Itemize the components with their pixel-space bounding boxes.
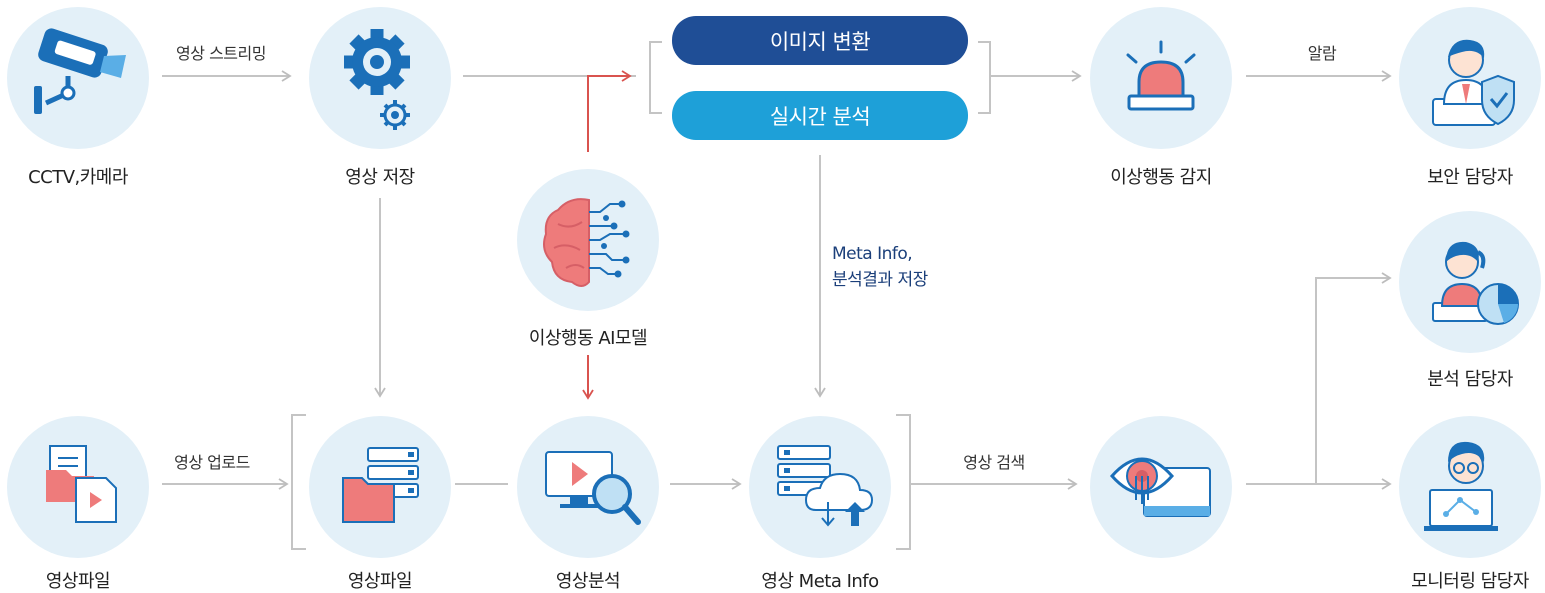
anomaly-detect-label: 이상행동 감지	[1110, 167, 1212, 188]
video-file-source-label: 영상파일	[45, 571, 111, 592]
file-document-icon	[46, 445, 117, 523]
analysis-manager-label: 분석 담당자	[1427, 369, 1513, 390]
eye-scan-icon	[1109, 457, 1211, 517]
monitoring-manager-icon	[1424, 441, 1498, 531]
upload-label: 영상 업로드	[174, 453, 250, 472]
image-convert-pill: 이미지 변환	[672, 16, 968, 65]
gear-icon	[344, 29, 410, 130]
cctv-label: CCTV,카메라	[28, 167, 128, 188]
meta-store-label-line1: Meta Info,	[832, 244, 913, 264]
realtime-analysis-pill: 실시간 분석	[672, 91, 968, 140]
cctv-camera-icon	[34, 28, 126, 114]
meta-store-label: Meta Info, 분석결과 저장	[832, 241, 928, 293]
monitoring-manager-node	[1399, 416, 1541, 558]
video-meta-info-label: 영상 Meta Info	[761, 571, 879, 592]
security-manager-node	[1399, 7, 1541, 149]
bracket-process-left	[649, 41, 662, 114]
brain-icon	[543, 198, 630, 287]
bracket-meta-right	[896, 414, 911, 550]
ai-model-label: 이상행동 AI모델	[528, 328, 648, 349]
streaming-label: 영상 스트리밍	[176, 44, 266, 63]
bracket-store-left	[291, 414, 306, 550]
folder-server-icon	[342, 447, 419, 523]
video-search-icon	[545, 451, 641, 525]
arrow-ai-to-process	[587, 70, 632, 152]
cctv-node	[7, 7, 149, 149]
meta-store-label-line2: 분석결과 저장	[832, 270, 928, 290]
security-manager-icon	[1432, 39, 1515, 126]
siren-icon	[1126, 40, 1196, 111]
server-cloud-icon	[777, 445, 874, 527]
bracket-process-right	[978, 41, 991, 114]
alarm-label: 알람	[1307, 44, 1337, 63]
video-store-label: 영상 저장	[345, 167, 415, 188]
analysis-manager-icon	[1432, 241, 1519, 325]
video-file-store-label: 영상파일	[347, 571, 413, 592]
search-label: 영상 검색	[963, 453, 1025, 472]
arrow-to-analysis-manager	[1315, 272, 1392, 484]
video-analysis-label: 영상분석	[555, 571, 621, 592]
analysis-manager-node	[1399, 211, 1541, 353]
monitoring-manager-label: 모니터링 담당자	[1411, 571, 1529, 592]
security-manager-label: 보안 담당자	[1427, 167, 1513, 188]
